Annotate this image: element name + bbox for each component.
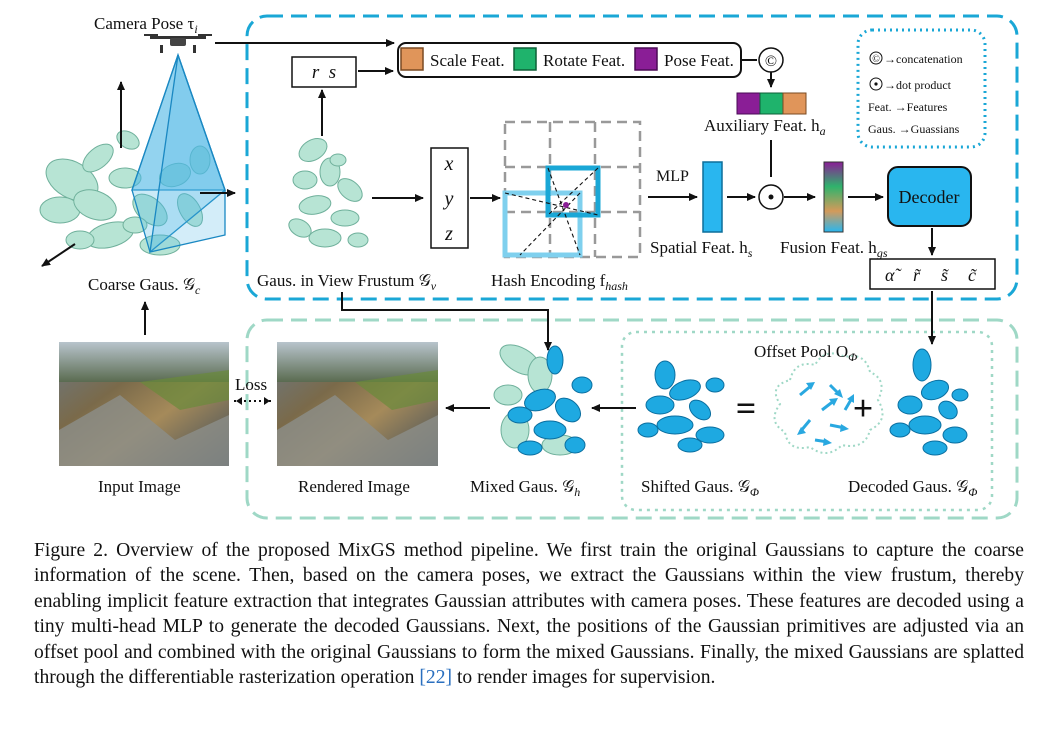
attr-s: s̃ bbox=[941, 265, 950, 285]
rotate-feat-label: Rotate Feat. bbox=[543, 51, 625, 70]
offset-arrows bbox=[797, 382, 854, 446]
attribute-box bbox=[869, 258, 996, 290]
input-image bbox=[59, 342, 229, 466]
decoder-box bbox=[887, 166, 972, 227]
input-image-label: Input Image bbox=[98, 477, 181, 496]
pipeline-figure: Camera Pose τi Coarse Gaus. 𝒢c Input Ima… bbox=[39, 14, 1019, 520]
spatial-feat-label: Spatial Feat. hs bbox=[650, 238, 753, 260]
shifted-gaus-label: Shifted Gaus. 𝒢Φ bbox=[641, 477, 759, 499]
coarse-gaus-label: Coarse Gaus. 𝒢c bbox=[88, 275, 201, 297]
xyz-box bbox=[430, 147, 469, 249]
auxiliary-feat-label: Auxiliary Feat. ha bbox=[704, 116, 826, 138]
spatial-feat-bar bbox=[702, 161, 723, 233]
rendered-image bbox=[277, 342, 438, 466]
rs-label: r s bbox=[312, 62, 336, 83]
drone-icon bbox=[144, 34, 212, 53]
pose-feat-label: Pose Feat. bbox=[664, 51, 734, 70]
svg-text:©: © bbox=[872, 54, 880, 65]
scale-swatch bbox=[400, 47, 424, 71]
caption-text: Figure 2. Overview of the proposed MixGS… bbox=[34, 540, 1024, 689]
loss-label: Loss bbox=[235, 375, 267, 394]
svg-text:Feat. →Features: Feat. →Features bbox=[868, 100, 948, 114]
auxiliary-feature-icon bbox=[736, 92, 807, 115]
mlp-label: MLP bbox=[656, 168, 689, 185]
decoded-gaussians bbox=[889, 348, 969, 456]
fusion-feat-bar bbox=[823, 161, 844, 233]
legend-frame bbox=[856, 28, 987, 149]
decoder-label: Decoder bbox=[899, 187, 960, 207]
svg-text:→concatenation: →concatenation bbox=[884, 52, 963, 66]
hash-grid bbox=[503, 120, 642, 259]
svg-text:Gaus. →Guassians: Gaus. →Guassians bbox=[868, 122, 960, 136]
hash-encoding-label: Hash Encoding fhash bbox=[491, 271, 628, 293]
offset-pool-label: Offset Pool OΦ bbox=[754, 342, 857, 364]
gaus-view-label: Gaus. in View Frustum 𝒢v bbox=[257, 271, 437, 293]
legend: © →concatenation →dot product Feat. →Fea… bbox=[868, 51, 963, 136]
citation-link[interactable]: [22] bbox=[419, 667, 453, 689]
rs-box bbox=[291, 56, 357, 88]
z-label: z bbox=[444, 223, 453, 245]
offset-frame bbox=[620, 330, 994, 512]
y-label: y bbox=[443, 188, 454, 210]
attr-r: r̃ bbox=[913, 265, 922, 285]
pose-swatch bbox=[634, 47, 658, 71]
coarse-gaussians bbox=[39, 130, 211, 256]
rotate-swatch bbox=[513, 47, 537, 71]
feature-extraction-frame bbox=[245, 14, 1019, 301]
equals-sign: = bbox=[736, 388, 757, 428]
caption-text-end: to render images for supervision. bbox=[452, 667, 716, 689]
decoded-gaus-label: Decoded Gaus. 𝒢Φ bbox=[848, 477, 977, 499]
figure-caption: Figure 2. Overview of the proposed MixGS… bbox=[34, 538, 1024, 690]
rendered-image-label: Rendered Image bbox=[298, 477, 410, 496]
fusion-feat-label: Fusion Feat. hgs bbox=[780, 238, 888, 260]
view-gaussians bbox=[288, 138, 369, 248]
mixing-frame bbox=[245, 318, 1019, 520]
svg-text:©: © bbox=[765, 53, 777, 70]
camera-pose-label: Camera Pose τi bbox=[94, 14, 198, 36]
mixed-gaus-label: Mixed Gaus. 𝒢h bbox=[470, 477, 580, 499]
scale-feat-label: Scale Feat. bbox=[430, 51, 505, 70]
plus-sign: + bbox=[853, 388, 874, 428]
shifted-gaussians bbox=[637, 360, 725, 453]
attr-c: c̃ bbox=[968, 265, 978, 285]
x-label: x bbox=[444, 153, 454, 175]
mixed-gaussians bbox=[493, 344, 593, 456]
svg-text:→dot product: →dot product bbox=[884, 78, 952, 92]
